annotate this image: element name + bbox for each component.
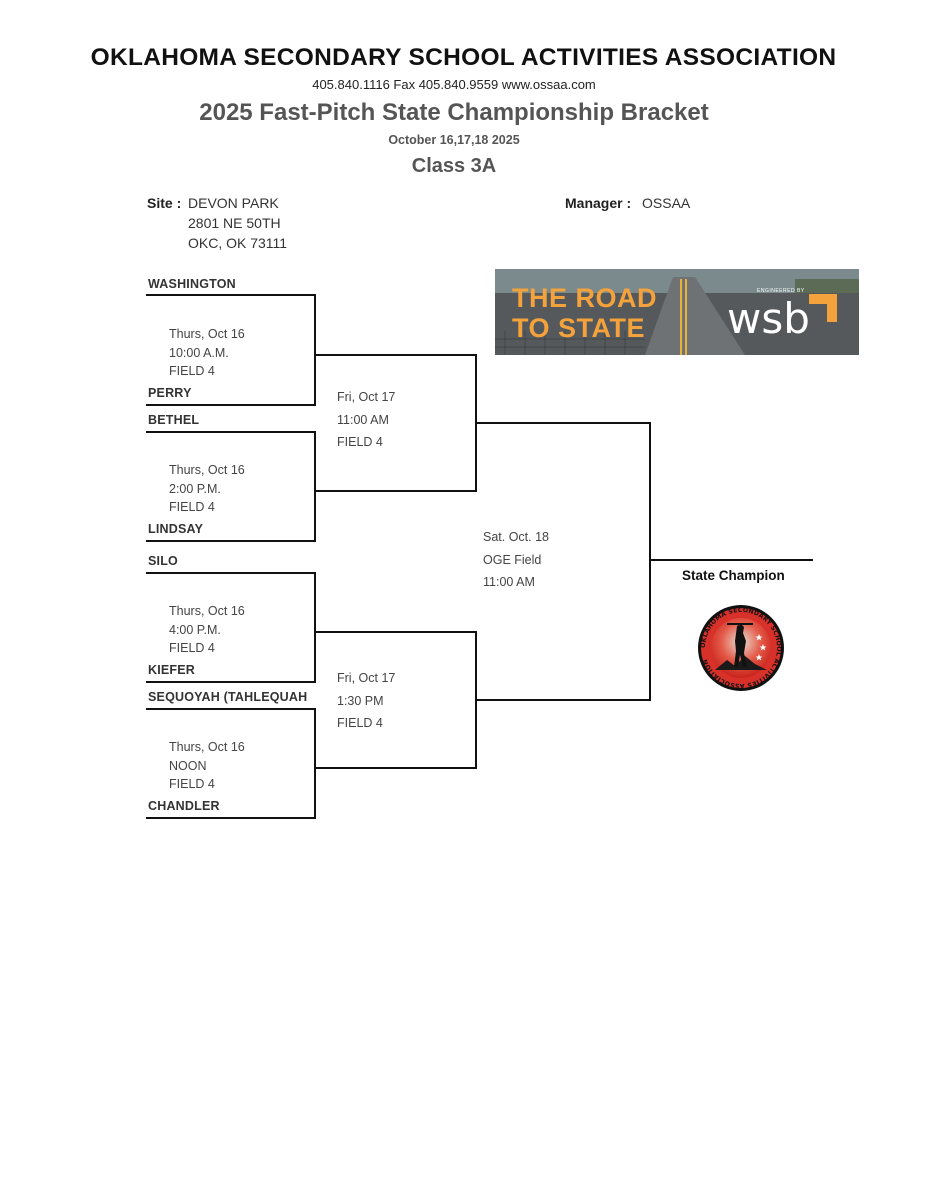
game-time: 11:00 AM xyxy=(337,412,389,427)
game-info: Fri, Oct 17 1:30 PM FIELD 4 xyxy=(337,667,395,735)
game-day: Thurs, Oct 16 xyxy=(169,463,245,477)
bracket-title: 2025 Fast-Pitch State Championship Brack… xyxy=(199,99,709,126)
road-to-state-banner: THE ROAD TO STATE ENGINEERED BY wsb xyxy=(495,269,859,355)
site-address: DEVON PARK 2801 NE 50TH OKC, OK 73111 xyxy=(188,193,287,253)
manager-value: OSSAA xyxy=(642,195,691,211)
bracket-line xyxy=(315,490,477,492)
bracket-line xyxy=(146,540,315,542)
game-time: 11:00 AM xyxy=(483,575,535,589)
bracket-line xyxy=(146,572,315,574)
state-champion-label: State Champion xyxy=(682,568,785,583)
game-field: FIELD 4 xyxy=(169,500,215,514)
bracket-line xyxy=(476,422,651,424)
game-day: Fri, Oct 17 xyxy=(337,671,396,685)
wsb-logo-text: wsb xyxy=(727,294,810,343)
contact-info: 405.840.1116 Fax 405.840.9559 www.ossaa.… xyxy=(312,77,596,92)
team-slot: PERRY xyxy=(148,386,192,400)
team-slot: LINDSAY xyxy=(148,522,204,536)
bracket-line xyxy=(315,767,477,769)
game-day: Fri, Oct 17 xyxy=(337,390,396,404)
class-label: Class 3A xyxy=(411,155,497,177)
wsb-arrow-icon xyxy=(809,294,837,322)
game-info: Thurs, Oct 16 NOON FIELD 4 xyxy=(169,738,245,794)
org-name: OKLAHOMA SECONDARY SCHOOL ACTIVITIES ASS… xyxy=(90,44,837,71)
bracket-line xyxy=(314,294,316,406)
game-time: 10:00 A.M. xyxy=(169,345,229,360)
banner-line2: TO STATE xyxy=(512,313,646,343)
banner-engineered-by: ENGINEERED BY xyxy=(757,288,805,294)
game-field: FIELD 4 xyxy=(169,641,215,655)
game-field: FIELD 4 xyxy=(169,364,215,378)
bracket-line xyxy=(146,294,315,296)
manager-label: Manager : xyxy=(565,195,632,211)
site-name: DEVON PARK xyxy=(188,195,279,211)
bracket-line xyxy=(146,404,315,406)
game-info: Fri, Oct 17 11:00 AM FIELD 4 xyxy=(337,386,395,454)
game-info: Thurs, Oct 16 2:00 P.M. FIELD 4 xyxy=(169,461,245,517)
team-slot: CHANDLER xyxy=(148,799,220,813)
bracket-line xyxy=(314,431,316,542)
bracket-line xyxy=(649,422,651,701)
final-game-info: Sat. Oct. 18 OGE Field 11:00 AM xyxy=(483,526,549,594)
game-day: Sat. Oct. 18 xyxy=(483,530,550,544)
game-info: Thurs, Oct 16 4:00 P.M. FIELD 4 xyxy=(169,602,245,658)
game-time: 2:00 P.M. xyxy=(169,481,221,496)
ossaa-logo: OKLAHOMA SECONDARY SCHOOL ACTIVITIES ASS… xyxy=(698,605,784,691)
site-label: Site : xyxy=(147,195,182,211)
site-street: 2801 NE 50TH xyxy=(188,215,281,231)
game-day: Thurs, Oct 16 xyxy=(169,604,245,618)
game-info: Thurs, Oct 16 10:00 A.M. FIELD 4 xyxy=(169,325,245,381)
game-field: FIELD 4 xyxy=(337,435,383,449)
game-time: NOON xyxy=(169,758,207,773)
bracket-line xyxy=(314,572,316,683)
bracket-line xyxy=(315,631,477,633)
team-slot: BETHEL xyxy=(148,413,200,427)
bracket-line xyxy=(476,699,651,701)
bracket-line xyxy=(146,708,315,710)
team-slot: SEQUOYAH (TAHLEQUAH xyxy=(148,690,308,704)
bracket-line xyxy=(146,431,315,433)
bracket-line xyxy=(146,817,315,819)
game-time: 4:00 P.M. xyxy=(169,622,221,637)
game-field: OGE Field xyxy=(483,552,542,567)
champion-line xyxy=(650,559,813,561)
team-slot: SILO xyxy=(148,554,178,568)
bracket-line xyxy=(146,681,315,683)
game-time: 1:30 PM xyxy=(337,693,384,708)
game-day: Thurs, Oct 16 xyxy=(169,740,245,754)
banner-line1: THE ROAD xyxy=(512,283,657,313)
tournament-dates: October 16,17,18 2025 xyxy=(388,133,520,147)
banner-image xyxy=(495,269,859,355)
bracket-line xyxy=(314,708,316,819)
game-day: Thurs, Oct 16 xyxy=(169,327,245,341)
game-field: FIELD 4 xyxy=(169,777,215,791)
game-field: FIELD 4 xyxy=(337,716,383,730)
team-slot: KIEFER xyxy=(148,663,196,677)
bracket-line xyxy=(315,354,477,356)
site-city: OKC, OK 73111 xyxy=(188,235,288,251)
team-slot: WASHINGTON xyxy=(148,277,236,291)
